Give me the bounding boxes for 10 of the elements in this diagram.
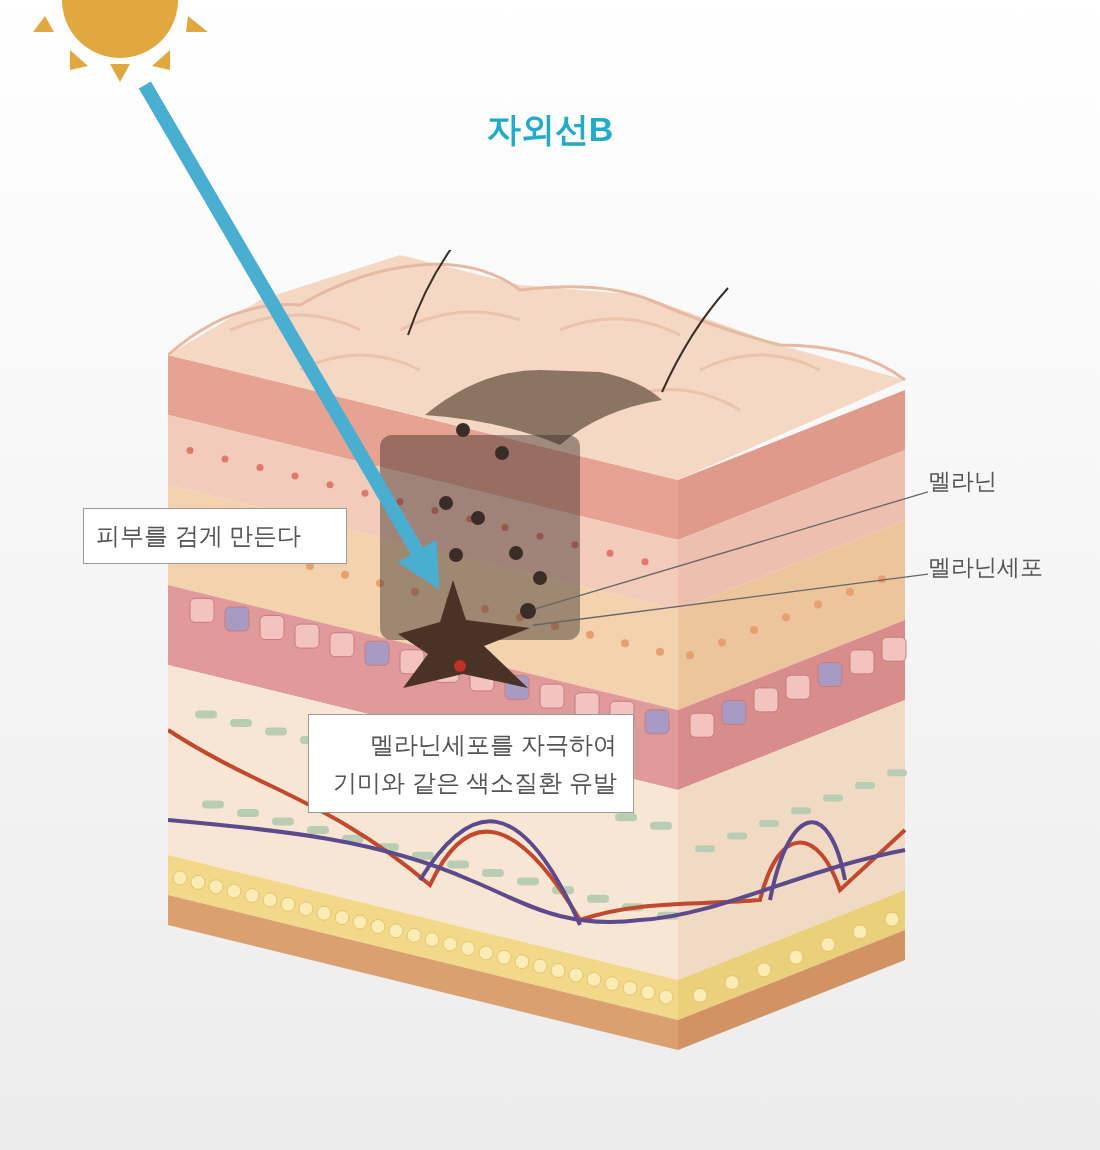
part-label: 멜라닌세포 bbox=[928, 553, 1044, 582]
arrow bbox=[138, 81, 440, 590]
callout-text: 멜라닌세포를 자극하여 기미와 같은 색소질환 유발 bbox=[332, 729, 617, 798]
part-label: 멜라닌 bbox=[928, 467, 998, 496]
callout-box bbox=[308, 714, 634, 813]
leader-line bbox=[532, 573, 929, 626]
callout-text: 피부를 검게 만든다 bbox=[96, 521, 303, 551]
callout-box bbox=[83, 508, 347, 564]
leader-line bbox=[535, 491, 929, 610]
title: 자외선B bbox=[485, 109, 615, 150]
